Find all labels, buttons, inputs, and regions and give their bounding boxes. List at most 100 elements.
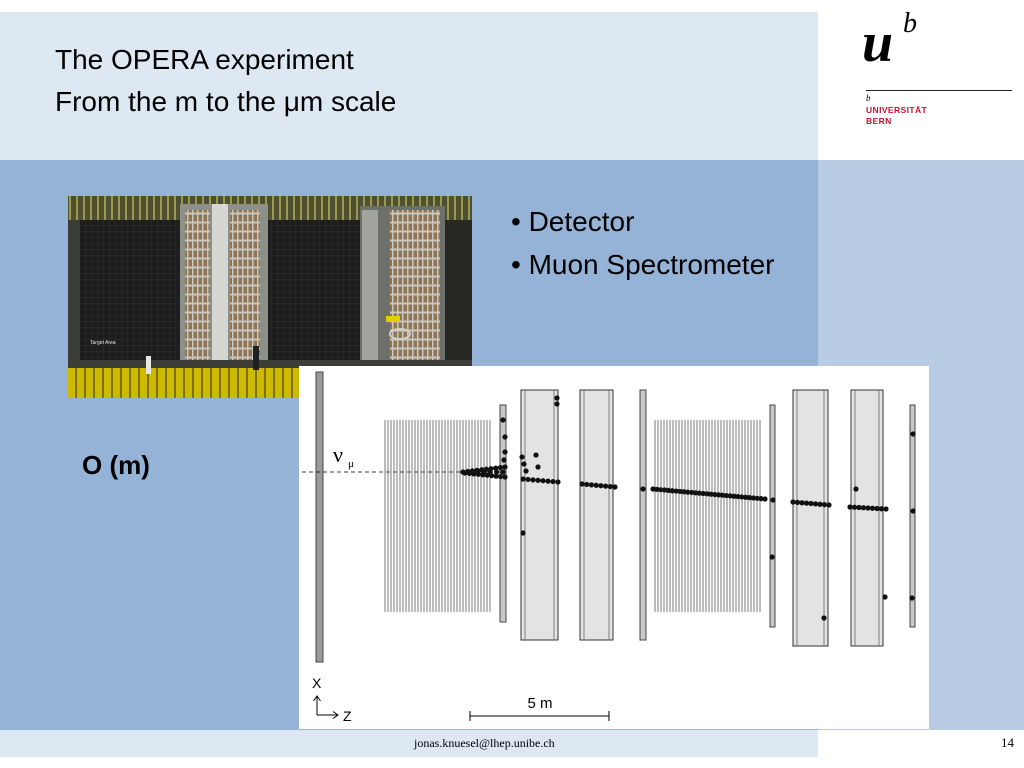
scale-bar <box>469 711 610 721</box>
hit-dot <box>525 476 531 483</box>
hit-dot <box>803 500 810 506</box>
page-number: 14 <box>1001 735 1014 750</box>
hit-dot <box>821 502 828 508</box>
hit-dot <box>661 487 668 493</box>
hit-dot <box>883 506 889 512</box>
hit-dot <box>853 486 859 492</box>
right-edge-structure <box>445 220 472 360</box>
magnet-cylinder <box>362 210 378 360</box>
hit-dot <box>535 477 541 483</box>
bullet-item-detector: • Detector <box>511 206 635 237</box>
frame-pillar <box>212 204 228 364</box>
hit-dot <box>521 461 527 467</box>
veto-plane <box>315 371 324 663</box>
hit-dot <box>588 482 595 488</box>
tracker-plane-4 <box>909 404 916 628</box>
hit-dot <box>856 504 862 511</box>
title-line-1: The OPERA experiment <box>55 44 354 75</box>
hit-dot <box>665 487 672 493</box>
detector-photo-graphic: Target Area <box>68 196 472 398</box>
tracker-plane-1 <box>499 404 507 623</box>
axis-x-label: X <box>312 675 322 691</box>
logo-text-universitaet: UNIVERSITÄT <box>866 105 928 115</box>
hit-dot <box>743 494 749 500</box>
hit-dot <box>607 483 613 490</box>
logo-small-b: b <box>866 93 871 103</box>
target-section-1 <box>384 420 491 612</box>
hit-dot <box>808 500 814 507</box>
hit-dot <box>681 489 687 495</box>
photo-label-target-area: Target Area <box>90 340 116 346</box>
hit-dot <box>727 493 733 499</box>
hit-dot <box>860 505 867 511</box>
hit-dot <box>533 452 539 458</box>
hit-dot <box>550 478 556 485</box>
hit-dot <box>677 488 683 495</box>
floor <box>68 360 472 370</box>
scale-order-label: O (m) <box>82 450 150 480</box>
hit-dot <box>535 464 541 470</box>
hit-dot <box>555 479 561 485</box>
hit-dot <box>689 489 695 496</box>
target-wall-left <box>80 220 180 360</box>
hit-dot <box>501 457 507 463</box>
left-edge-structure <box>68 220 80 360</box>
header-band <box>0 12 818 160</box>
hit-dot <box>685 489 691 495</box>
hit-dot <box>669 488 675 494</box>
hit-dot <box>602 483 609 489</box>
hit-dot <box>554 395 560 401</box>
hit-dot <box>790 499 796 505</box>
detector-photo: Target Area <box>68 196 472 398</box>
logo-mark-superscript: b <box>903 8 917 39</box>
hit-dot <box>598 483 604 489</box>
title-line-2: From the m to the μm scale <box>55 86 397 117</box>
hit-dot <box>770 497 776 503</box>
hit-dot <box>723 492 729 499</box>
hit-dot <box>474 469 480 475</box>
hit-dot <box>735 493 741 500</box>
hit-dot <box>554 401 560 407</box>
hit-dot <box>758 496 764 502</box>
magnet-arm-1a <box>520 389 559 641</box>
scale-bar-label: 5 m <box>527 695 552 712</box>
hit-dot <box>502 449 508 455</box>
hit-dot <box>640 486 646 492</box>
hit-dot <box>817 501 823 507</box>
hit-dot <box>493 473 499 479</box>
hit-dot <box>654 486 660 492</box>
hit-dot <box>910 431 916 437</box>
hit-dot <box>878 506 885 512</box>
hit-dot <box>739 494 745 500</box>
hit-dot <box>584 481 590 488</box>
hit-dot <box>719 492 726 498</box>
hit-dot <box>865 505 871 511</box>
slide-title: The OPERA experiment From the m to the μ… <box>55 39 396 123</box>
hit-dot <box>523 468 529 474</box>
hit-dot <box>869 505 876 511</box>
hit-dot <box>731 493 737 499</box>
person-figure <box>146 356 151 374</box>
hit-dot <box>579 481 585 487</box>
hit-dot <box>909 595 915 601</box>
hit-dot <box>502 434 508 440</box>
magnet-arm-1b <box>579 389 614 641</box>
event-display-diagram: ν μ X <box>299 366 929 729</box>
hit-dot <box>650 486 656 492</box>
hit-dot <box>821 615 827 621</box>
hit-dot <box>696 490 702 496</box>
event-hits <box>460 395 916 621</box>
hit-dot <box>910 508 916 514</box>
brick-column-1 <box>185 210 210 360</box>
coil-ring <box>389 328 411 340</box>
target-section-2 <box>654 420 761 612</box>
hit-dot <box>754 495 760 501</box>
hit-dot <box>847 504 853 510</box>
hit-dot <box>692 490 699 496</box>
hit-dot <box>746 495 753 501</box>
magnet-arm-2b <box>850 389 884 647</box>
hit-dot <box>826 502 832 508</box>
hit-dot <box>500 417 506 423</box>
logo-mark: u <box>862 12 894 74</box>
hit-dot <box>481 469 487 475</box>
